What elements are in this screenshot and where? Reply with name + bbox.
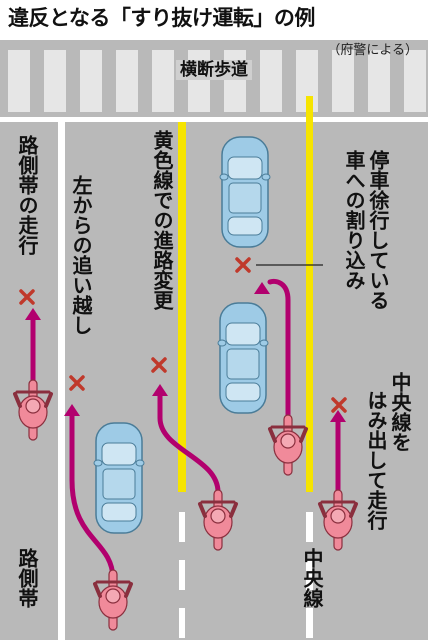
arrow-cut-in [254,278,291,421]
violation-marks [19,257,347,413]
label-center-overrun-line2: はみ出して走行 [364,390,388,530]
motorcycle-yellow [198,489,238,551]
car-top [219,136,271,248]
car-left [93,422,145,534]
x-mark-yellow [151,357,167,373]
shoulder-line [58,122,65,640]
label-center-line: 中央線 [300,548,324,608]
label-center-overrun-line1: 中央線を [388,372,412,452]
arrow-center-overrun [330,410,346,500]
center-line-yellow [306,96,313,492]
label-yellow-lane-change: 黄色線での進路変更 [150,130,174,310]
car-middle [217,302,269,414]
label-shoulder-driving: 路側帯の走行 [15,135,39,255]
x-mark-center [331,397,347,413]
motorcycle-shoulder [13,379,53,441]
arrow-yellow-change [152,384,221,495]
motorcycle-center [318,489,358,551]
x-mark-left [69,375,85,391]
page-title: 違反となる「すり抜け運転」の例 [8,6,315,30]
motorcycle-left [93,569,133,631]
label-cut-in-line2: 車への割り込み [342,150,366,290]
arrow-shoulder [25,308,41,388]
stop-line [0,117,428,122]
motorcycle-cut-in [268,414,308,476]
dashed-lane-line [179,512,185,638]
yellow-lane-line [178,122,186,492]
x-mark-shoulder [19,289,35,305]
cars [93,136,271,534]
label-shoulder: 路側帯 [15,548,39,608]
arrow-left-overtake [64,404,116,581]
label-cut-in-line1: 停車徐行している [366,150,390,310]
source-note: （府警による） [327,43,418,58]
label-left-overtaking: 左からの追い越し [69,175,93,335]
x-mark-cut-in [235,257,251,273]
center-line-dashed [306,512,313,638]
arrows [25,278,346,581]
motorcycles [13,379,358,631]
crosswalk-label: 横断歩道 [0,60,428,80]
